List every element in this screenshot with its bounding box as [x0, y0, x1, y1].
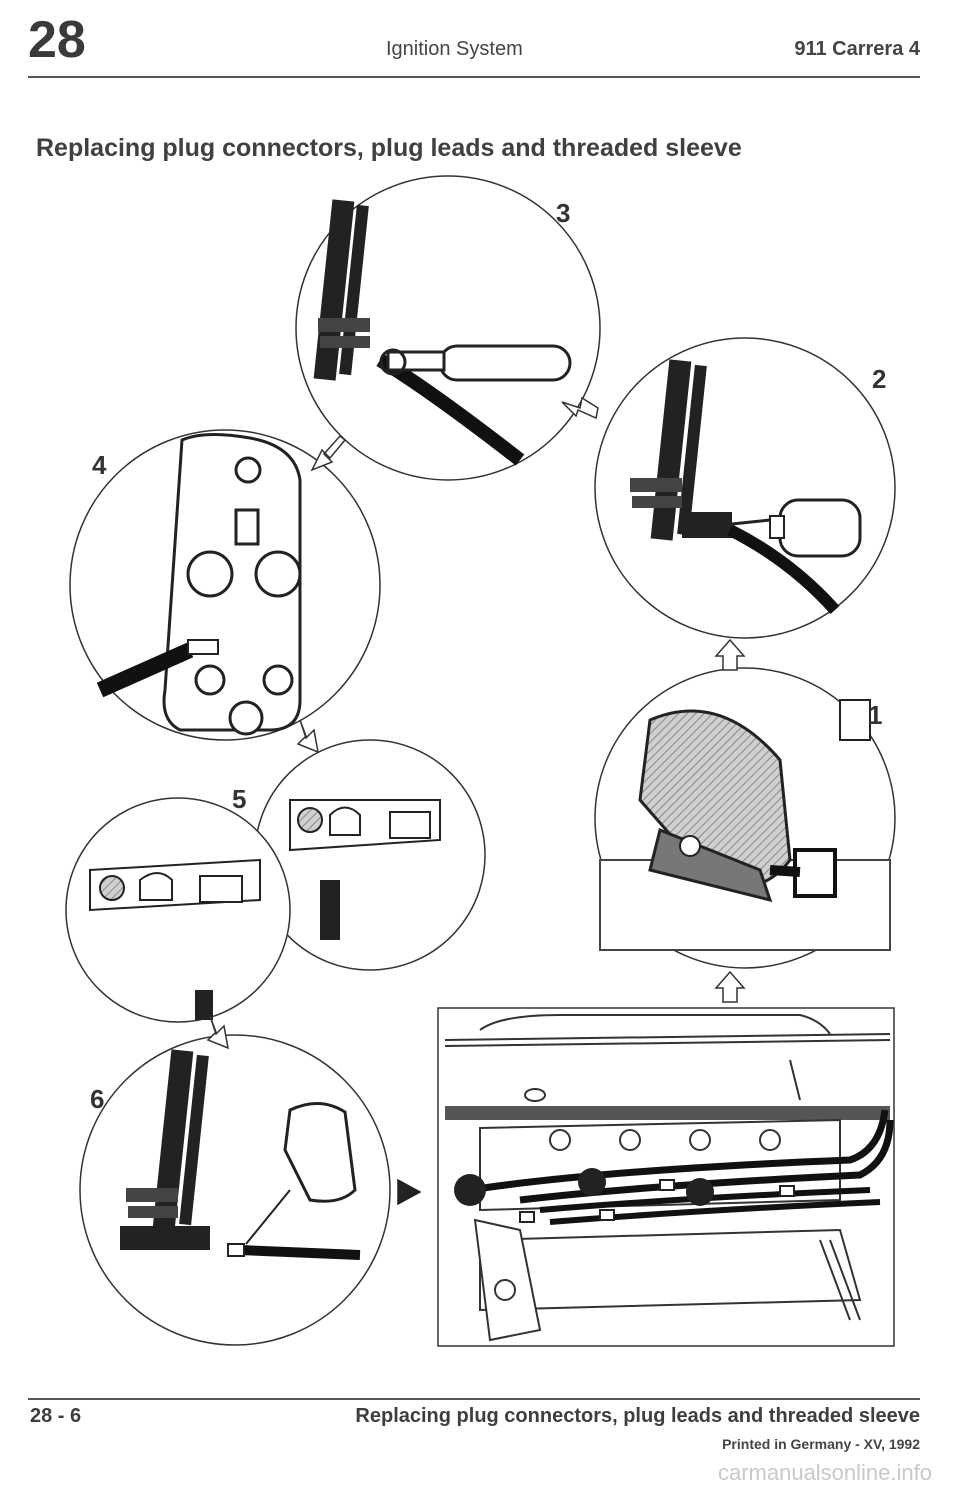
- step-label-4: 4: [92, 450, 107, 480]
- footer-title: Replacing plug connectors, plug leads an…: [355, 1405, 920, 1427]
- chapter-number: 28: [28, 11, 86, 69]
- sequence-arrows: [206, 396, 746, 1206]
- detail-circle-2: [594, 337, 896, 639]
- watermark: carmanualsonline.info: [717, 1460, 932, 1485]
- page-number: 28 - 6: [30, 1405, 82, 1427]
- print-note: Printed in Germany - XV, 1992: [722, 1436, 920, 1452]
- detail-circle-6-preview: [65, 797, 291, 1023]
- footer-divider: [28, 1398, 920, 1400]
- engine-overview-diagram: [437, 1007, 895, 1347]
- detail-circle-5: [254, 739, 486, 971]
- header-divider: [28, 76, 920, 78]
- step-label-1: 1: [868, 700, 882, 730]
- page-title: Replacing plug connectors, plug leads an…: [36, 134, 742, 162]
- detail-circle-1: [594, 667, 896, 969]
- step-label-2: 2: [872, 364, 886, 394]
- detail-circle-3: [295, 175, 601, 481]
- step-label-3: 3: [556, 198, 570, 228]
- detail-circle-6: [79, 1034, 391, 1346]
- section-name: Ignition System: [386, 38, 523, 60]
- model-name: 911 Carrera 4: [794, 38, 920, 60]
- detail-circle-4: [69, 429, 381, 741]
- step-label-6: 6: [90, 1084, 104, 1114]
- step-label-5: 5: [232, 784, 246, 814]
